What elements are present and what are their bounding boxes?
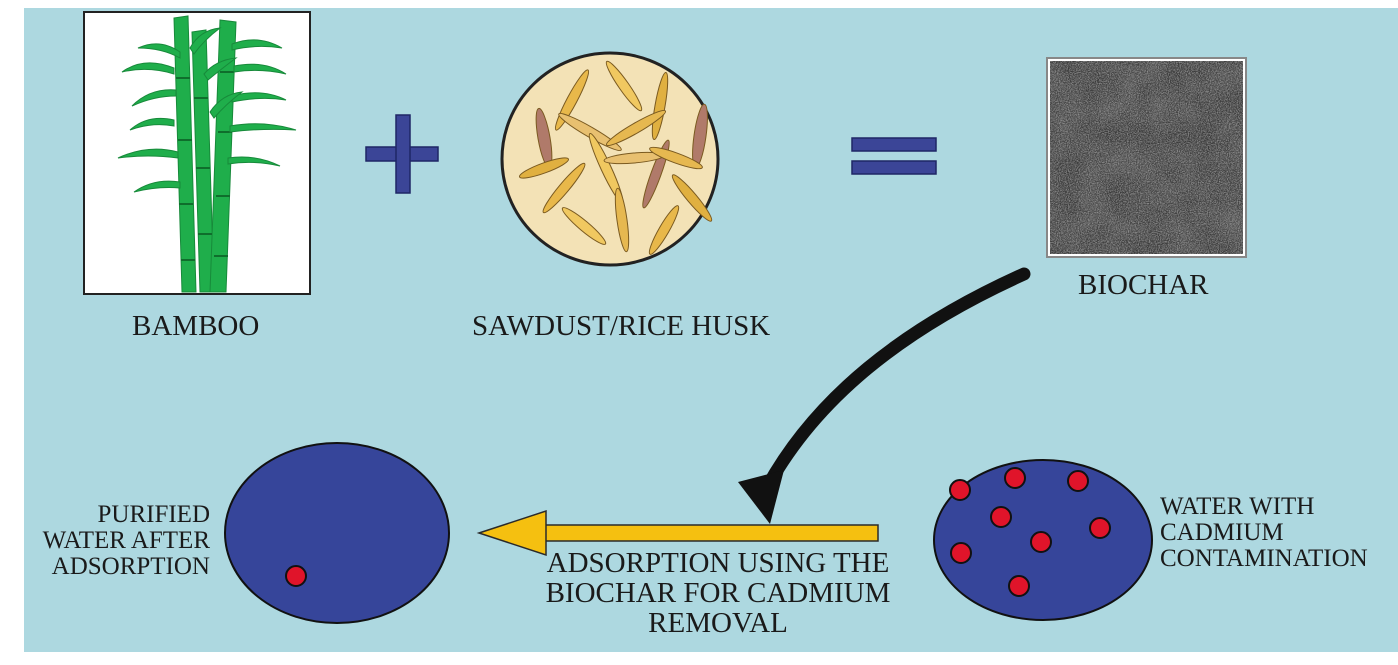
bamboo-plant-icon [83,11,311,295]
biochar-label: BIOCHAR [1078,269,1209,301]
process-arrow-icon [476,509,879,557]
purified-label-line-3: ADSORPTION [51,553,210,580]
purified-water-icon [224,442,450,624]
rice-husk-dish-icon [500,51,720,267]
diagram-artwork [83,11,1247,624]
contaminated-water-label: WATER WITH CADMIUM CONTAMINATION [1160,494,1368,572]
curved-arrow-icon [738,267,1031,524]
purified-water-label: PURIFIED WATER AFTER ADSORPTION [24,502,210,580]
sawdust-label: SAWDUST/RICE HUSK [472,310,771,342]
contaminated-water-icon [933,459,1153,621]
process-label-line-1: ADSORPTION USING THE [546,547,890,579]
purified-label-line-1: PURIFIED [97,501,210,528]
process-label-line-3: REMOVAL [648,607,788,640]
diagram-canvas: BAMBOO SAWDUST/RICE HUSK BIOCHAR PURIFIE… [24,8,1398,652]
process-label-line-2: BIOCHAR FOR CADMIUM [545,577,891,610]
plus-icon [365,114,439,194]
purified-label-line-2: WATER AFTER [42,527,210,554]
process-label: ADSORPTION USING THE BIOCHAR FOR CADMIUM… [508,547,928,640]
bamboo-label: BAMBOO [132,310,260,342]
equals-icon [851,137,937,175]
biochar-texture-icon [1046,57,1247,258]
contaminated-label-line-2: CADMIUM [1160,519,1284,546]
contaminated-label-line-1: WATER WITH [1160,493,1315,520]
contaminated-label-line-3: CONTAMINATION [1160,545,1368,572]
